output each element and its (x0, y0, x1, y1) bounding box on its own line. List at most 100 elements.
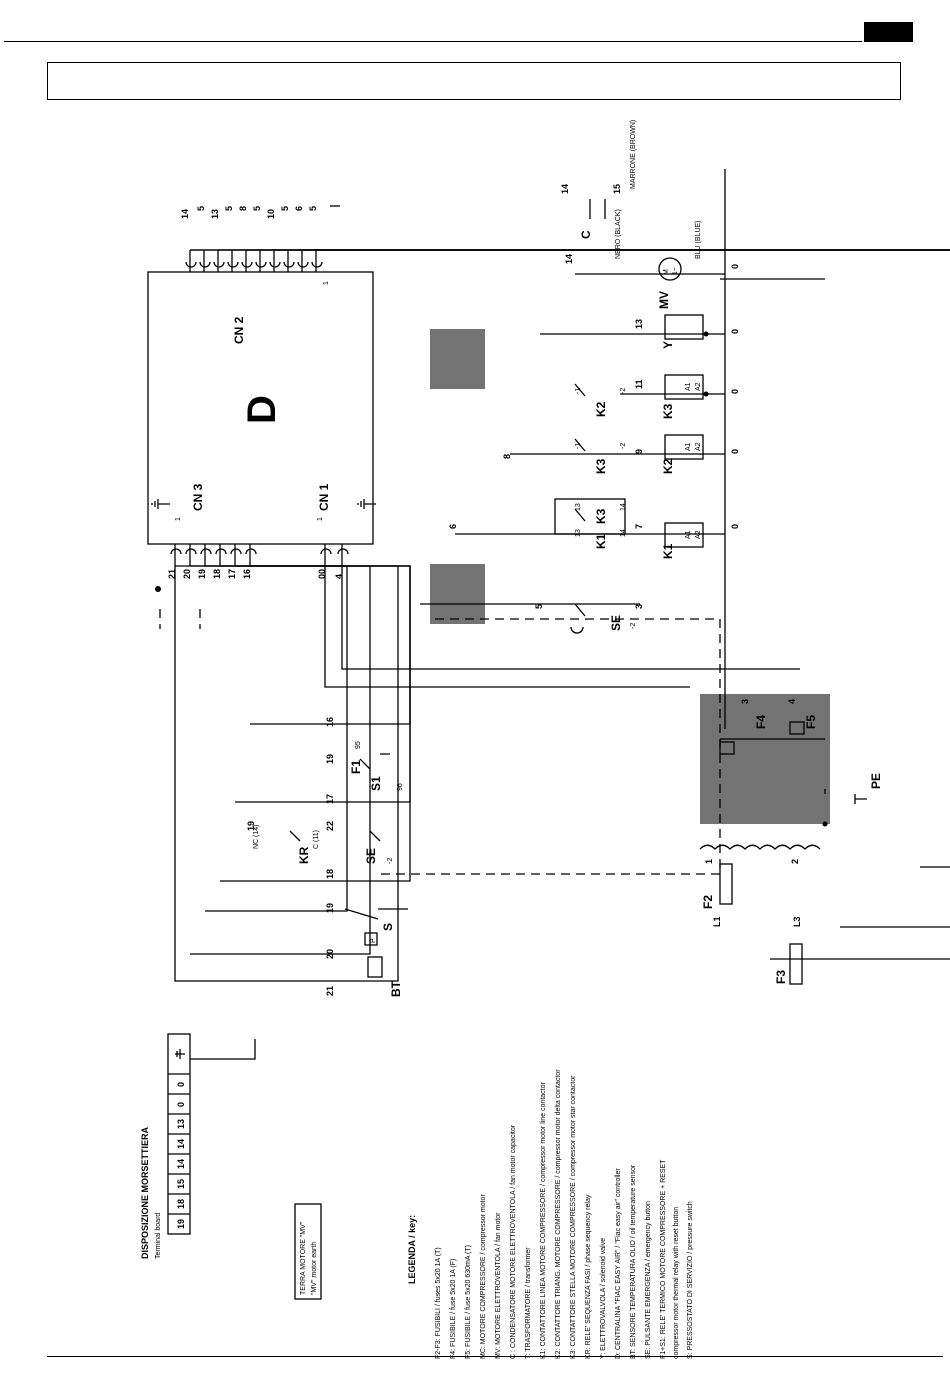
wire-9: 9 (634, 449, 644, 454)
cn2-wire-5e: 5 (308, 206, 318, 211)
k2-a2: A2 (695, 442, 702, 451)
legend-item-4: MV: MOTORE ELETTROVENTOLA / fan motor (495, 1212, 502, 1359)
legend-item-3: MC: MOTORE COMPRESSORE / compressor moto… (480, 1194, 487, 1359)
emergency-mechanical-link (380, 618, 721, 875)
wire-3: 3 (634, 604, 644, 609)
k1-14: 14 (620, 529, 627, 537)
cn2-wire-5c: 5 (252, 206, 262, 211)
k1-contact-label: K1 (594, 533, 608, 549)
k1-coil (664, 522, 704, 548)
f3-fuse (789, 943, 803, 985)
terminal-cell-5: 13 (176, 1119, 186, 1129)
motor-phase: 1~ (672, 267, 679, 275)
title-box (47, 62, 901, 100)
kr-c: C (11) (313, 830, 320, 849)
k2-aux-label: K2 (594, 401, 608, 417)
controller-d-label: D (240, 395, 284, 424)
lower-components: BT P S KR NC (14) C (11) SE -2 F1 S1 95 … (155, 586, 721, 997)
row-17: 17 (325, 794, 335, 804)
k3-13: 13 (575, 503, 582, 511)
earth-arrow-line (190, 1039, 256, 1060)
k1-k3-contact-frame (554, 498, 626, 535)
f1-label: F1 (349, 760, 363, 774)
noise-region-mid (430, 564, 485, 624)
cn2-wire-5b: 5 (224, 206, 234, 211)
k3-minus1: -1 (575, 443, 582, 449)
c-label: C (579, 230, 593, 239)
f3-label: F3 (774, 970, 788, 984)
legend-item-7: K1: CONTATTORE LINEA MOTORE COMPRESSORE … (540, 1082, 547, 1359)
kr-nc: NC (14) (253, 824, 260, 849)
se-lower-sub: -2 (387, 858, 394, 864)
terminal-cell-3: 14 (176, 1159, 186, 1169)
terminal-cell-6: 0 (176, 1102, 186, 1107)
ground-junction-dot (155, 586, 161, 592)
row-20: 20 (325, 949, 335, 959)
row-22: 22 (325, 821, 335, 831)
legend-item-0: F2-F3: FUSIBILI / fuses 5x20 1A (T) (435, 1247, 442, 1359)
cn2-wire-14: 14 (180, 209, 190, 219)
wire-11: 11 (634, 379, 644, 389)
bt-label: BT (389, 980, 403, 997)
transformer-region (700, 694, 830, 824)
legend-item-12: D: CENTRALINA "FIAC EASY AIR" / "Fiac ea… (615, 1168, 622, 1359)
cn1-pin-one: 1 (317, 517, 324, 521)
cn3-pin-one: 1 (175, 517, 182, 521)
s-switch-contact (344, 908, 408, 920)
row-18: 18 (325, 869, 335, 879)
kr-label: KR (297, 846, 311, 864)
y-valve-coil (664, 314, 704, 340)
cn2-wire-13: 13 (210, 209, 220, 219)
contact-blades (574, 383, 586, 617)
k1-a1: A1 (685, 530, 692, 539)
legend-item-9: K3: CONTATTORE STELLA MOTORE COMPRESSORE… (570, 1075, 577, 1359)
k2-label: K2 (661, 458, 675, 474)
legend-item-17: S: PRESSOSTATO DI SERVIZIO / pressure sw… (687, 1201, 694, 1359)
pe-label: PE (869, 773, 883, 789)
noise-region-top (430, 329, 485, 389)
legend-item-8: K2: CONTATTORE TRIANG. MOTORE COMPRESSOR… (555, 1069, 562, 1359)
cn3-wire-19: 19 (197, 569, 207, 579)
cn1-connector: 1 (317, 517, 349, 566)
wire-6: 6 (448, 524, 458, 529)
k3-minus2: -2 (620, 443, 627, 449)
cn2-label: CN 2 (232, 316, 246, 344)
l3-label: L3 (792, 916, 802, 927)
k3-a1: A1 (685, 382, 692, 391)
legend-item-5: C : CONDENSATORE MOTORE ELETTROVENTOLA /… (510, 1124, 517, 1359)
legend-title: LEGENDA / key: (407, 1215, 417, 1284)
terminal-cell-4: 14 (176, 1139, 186, 1149)
wire-5: 5 (534, 604, 544, 609)
cn1-wire-00: 00 (317, 569, 327, 579)
k1-label: K1 (661, 543, 675, 559)
se-lower-label: SE (364, 848, 378, 864)
cn3-wire-17: 17 (227, 569, 237, 579)
k3-label: K3 (661, 403, 675, 419)
earth-note-box (294, 1203, 322, 1300)
cn1-ground-icon (357, 499, 376, 509)
cn3-label: CN 3 (191, 483, 205, 511)
f1-96: 96 (397, 783, 404, 791)
k2-a1: A1 (685, 442, 692, 451)
terminal-cell-dividers (168, 1073, 190, 1215)
legend-item-2: F5: FUSIBILE / fuse 5x20 630mA (T) (465, 1245, 472, 1359)
zero-3: 0 (730, 389, 740, 394)
y-label: Y (661, 341, 675, 349)
cn3-wiring (159, 565, 800, 982)
header-rule (4, 41, 862, 42)
legend-item-14: SE: PULSANTE EMERGENZA / emergency butto… (645, 1201, 652, 1359)
k2-minus1: -1 (575, 388, 582, 394)
k1-13: 13 (575, 529, 582, 537)
cn2-wire-10: 10 (266, 209, 276, 219)
f1-s1-contact (359, 753, 390, 770)
transformer-noise (430, 329, 830, 850)
blue-label: BLU (BLUE) (695, 220, 702, 259)
cn2-wiring (190, 205, 950, 1189)
se-upper-label: SE (609, 615, 623, 631)
cn3-wire-16: 16 (242, 569, 252, 579)
cn2-wire-numbers: 14 5 13 5 8 5 10 5 6 5 1 (180, 206, 330, 285)
pressure-p-label: P (370, 938, 377, 943)
k3-14: 14 (620, 503, 627, 511)
zero-2: 0 (730, 329, 740, 334)
